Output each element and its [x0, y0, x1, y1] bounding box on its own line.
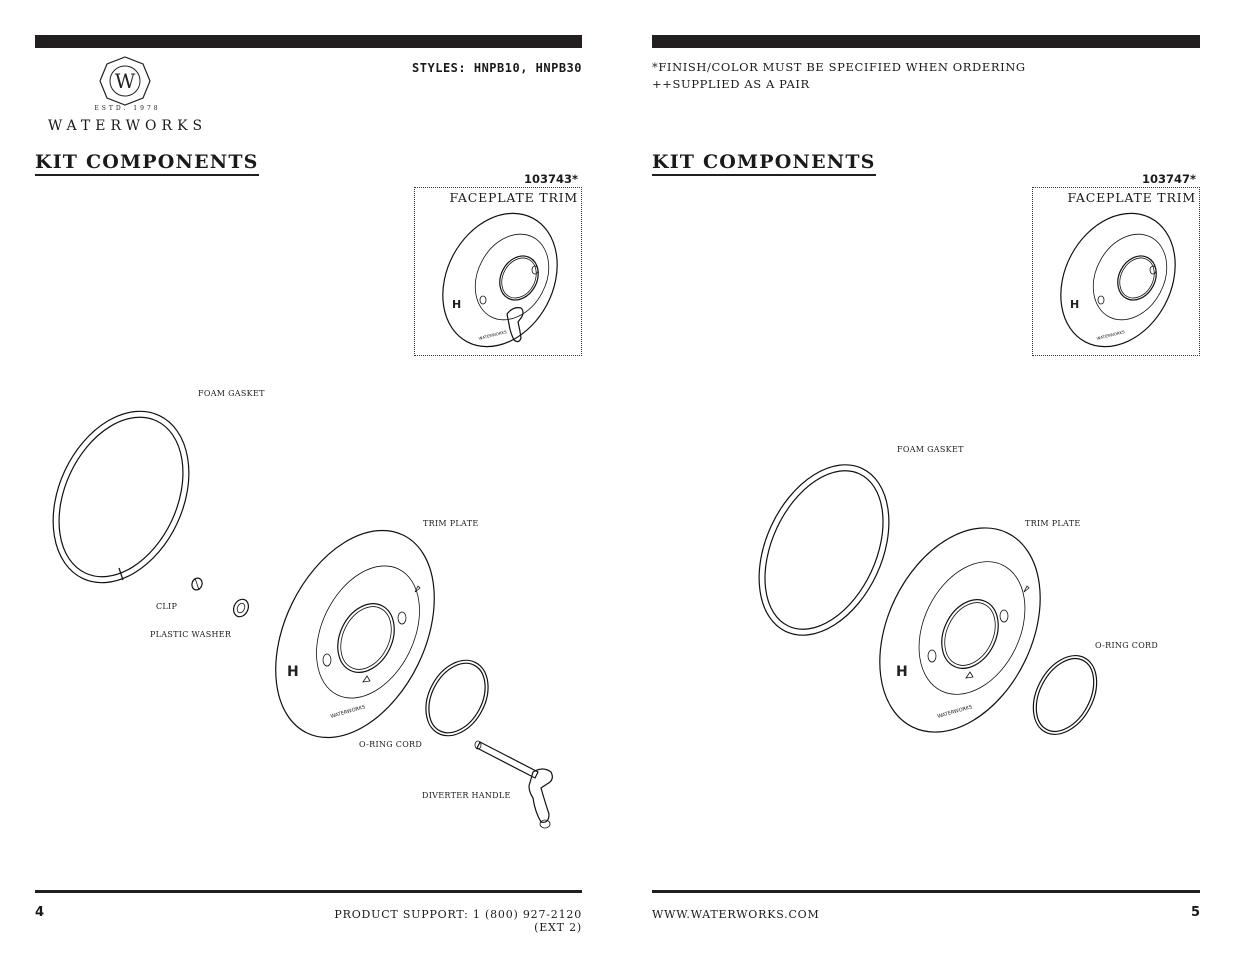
- left-footer-support: PRODUCT SUPPORT: 1 (800) 927-2120 (EXT 2…: [334, 908, 582, 934]
- left-faceplate-box: FACEPLATE TRIM H WATERWORKS: [414, 187, 582, 356]
- left-foam-gasket-drawing: [52, 410, 190, 584]
- svg-text:H: H: [896, 664, 908, 680]
- left-heading: KIT COMPONENTS: [35, 151, 259, 176]
- right-top-bar: [652, 35, 1200, 48]
- right-faceplate-box: FACEPLATE TRIM H WATERWORKS: [1032, 187, 1200, 356]
- svg-text:WATERWORKS: WATERWORKS: [1096, 329, 1126, 341]
- left-exploded-view: H WATERWORKS: [52, 410, 553, 829]
- right-exploded-view: H WATERWORKS: [758, 464, 1098, 735]
- svg-text:WATERWORKS: WATERWORKS: [478, 329, 508, 341]
- right-note-finish: *FINISH/COLOR MUST BE SPECIFIED WHEN ORD…: [652, 60, 1026, 74]
- right-label-o-ring-cord: O-RING CORD: [1095, 641, 1159, 650]
- left-top-bar: [35, 35, 582, 48]
- right-label-foam-gasket: FOAM GASKET: [897, 445, 964, 454]
- right-bottom-rule: [652, 890, 1200, 893]
- left-o-ring-drawing: [425, 659, 489, 737]
- left-faceplate-illustration: H WATERWORKS: [442, 212, 558, 348]
- left-clip-drawing: [191, 577, 203, 591]
- right-trim-part-number: 103747*: [1141, 172, 1196, 186]
- left-trim-part-number: 103743*: [523, 172, 578, 186]
- svg-text:H: H: [287, 664, 299, 680]
- left-label-foam-gasket: FOAM GASKET: [198, 389, 265, 398]
- logo-mark-icon: W: [99, 56, 151, 106]
- right-foam-gasket-drawing: [758, 464, 890, 636]
- left-label-plastic-washer: PLASTIC WASHER: [150, 630, 232, 639]
- left-label-trim-plate: TRIM PLATE: [423, 519, 479, 528]
- svg-text:H: H: [1070, 298, 1079, 311]
- right-faceplate-illustration: H WATERWORKS: [1060, 212, 1176, 348]
- svg-text:WATERWORKS: WATERWORKS: [937, 704, 973, 720]
- styles-line: STYLES: HNPB10, HNPB30: [412, 61, 582, 75]
- svg-text:WATERWORKS: WATERWORKS: [330, 704, 366, 720]
- right-o-ring-drawing: [1032, 655, 1098, 735]
- left-plastic-washer-drawing: [233, 598, 249, 618]
- brand-wordmark: WATERWORKS: [47, 118, 208, 134]
- svg-text:H: H: [452, 298, 461, 311]
- right-trim-label: FACEPLATE TRIM: [1067, 190, 1196, 205]
- left-bottom-rule: [35, 890, 582, 893]
- right-page-number: 5: [1190, 905, 1200, 920]
- right-note-pair: ++SUPPLIED AS A PAIR: [652, 77, 810, 91]
- brand-logo: W ESTD. 1978 WATERWORKS: [35, 55, 220, 135]
- left-trim-label: FACEPLATE TRIM: [449, 190, 578, 205]
- left-page-number: 4: [35, 905, 45, 920]
- left-label-diverter-handle: DIVERTER HANDLE: [422, 791, 511, 800]
- right-label-trim-plate: TRIM PLATE: [1025, 519, 1081, 528]
- left-diverter-handle-drawing: [474, 740, 553, 829]
- left-label-clip: CLIP: [156, 602, 178, 611]
- left-label-o-ring-cord: O-RING CORD: [359, 740, 423, 749]
- right-footer-website[interactable]: WWW.WATERWORKS.COM: [652, 908, 820, 921]
- right-heading: KIT COMPONENTS: [652, 151, 876, 176]
- logo-letter: W: [115, 69, 136, 93]
- brand-established: ESTD. 1978: [94, 105, 161, 112]
